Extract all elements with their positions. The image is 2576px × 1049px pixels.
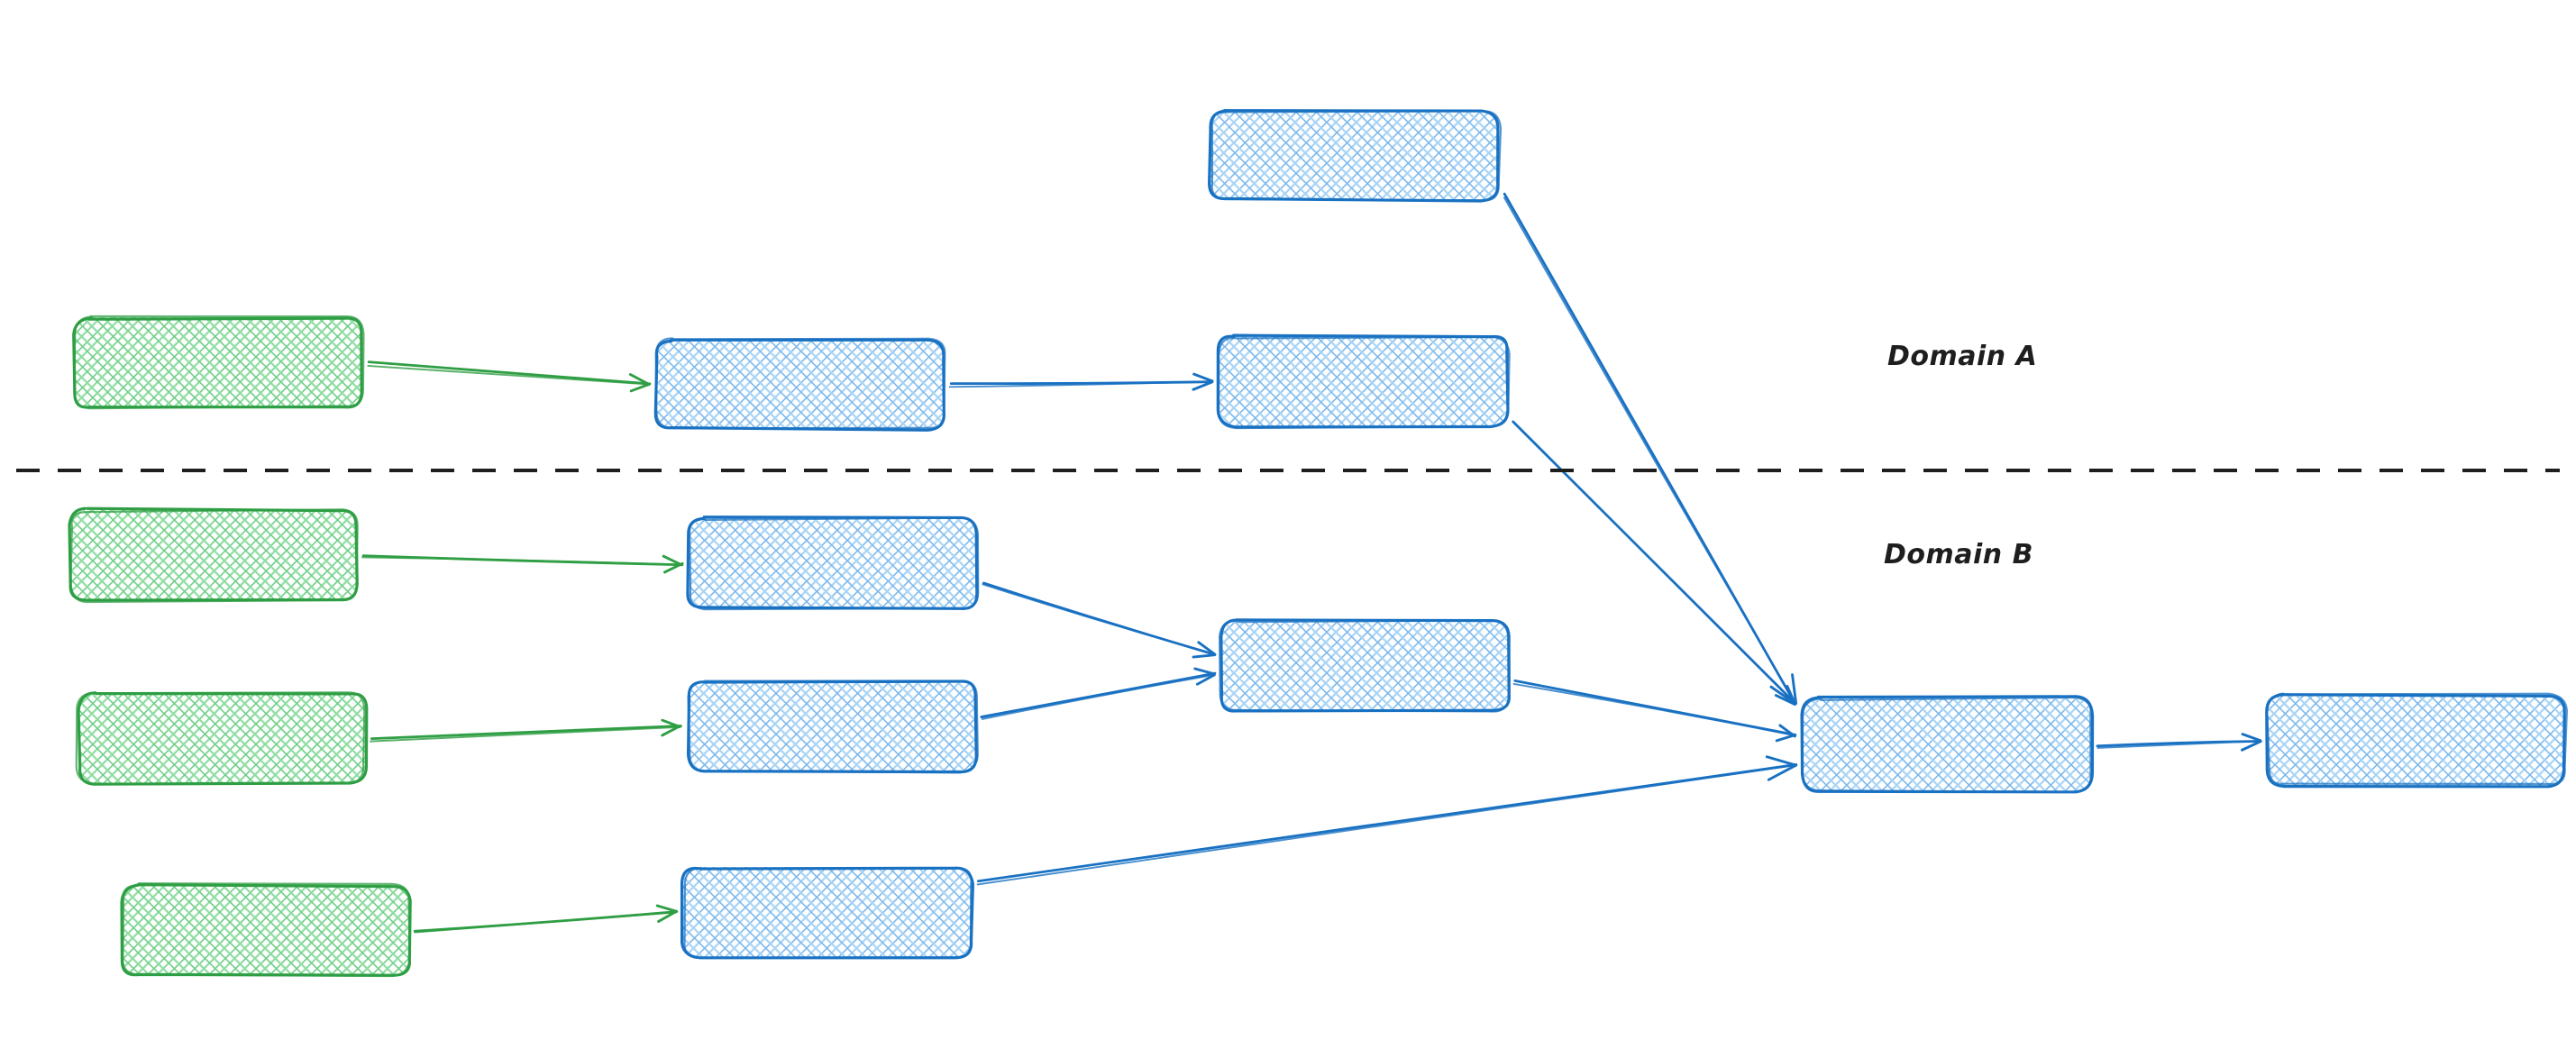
node-a-green-1[interactable]: [72, 315, 365, 410]
node-fill-cross: [1210, 112, 1499, 200]
node-fill-cross: [78, 694, 365, 784]
node-outline: [2266, 692, 2568, 786]
edge-a-blue-top-to-b-blue-hub: [1503, 192, 1798, 706]
node-b-blue-hub[interactable]: [1800, 695, 2095, 794]
arrow-head: [1192, 372, 1214, 383]
edge-a-blue-1-to-a-blue-2: [948, 372, 1214, 391]
node-outline: [1218, 619, 1510, 713]
arrow-head: [661, 718, 681, 728]
edge-b-blue-2-to-b-blue-mid: [980, 667, 1217, 720]
edge-line: [367, 360, 652, 386]
edge-line: [370, 725, 682, 741]
node-a-blue-1[interactable]: [653, 337, 946, 432]
node-outline: [122, 882, 411, 978]
node-outline: [73, 315, 365, 410]
node-a-blue-top[interactable]: [1208, 109, 1503, 203]
node-b-green-2[interactable]: [75, 691, 369, 786]
node-outline: [654, 337, 946, 430]
node-fill-cross: [123, 885, 409, 975]
node-b-blue-2[interactable]: [686, 680, 979, 774]
domain-b-label: Domain B: [1884, 539, 2033, 570]
arrow-head: [1195, 673, 1216, 686]
node-b-blue-out[interactable]: [2265, 692, 2568, 789]
node-b-blue-3[interactable]: [680, 866, 974, 960]
edge-line: [981, 673, 1215, 720]
nodes-layer: [68, 109, 2568, 978]
edges-layer: [361, 192, 2262, 934]
node-outline: [683, 866, 973, 960]
arrow-head: [662, 554, 683, 567]
arrow-head: [1765, 755, 1798, 767]
arrow-head: [663, 561, 684, 574]
arrow-head: [1192, 380, 1214, 391]
edge-line: [414, 911, 678, 934]
edge-b-green-1-to-b-blue-1: [361, 554, 684, 574]
edge-line: [980, 671, 1217, 718]
edge-line: [977, 763, 1798, 883]
node-fill-cross: [74, 317, 362, 407]
node-fill-cross: [1221, 622, 1510, 712]
edge-line: [2096, 740, 2261, 749]
arrow-head: [628, 373, 651, 386]
node-fill-cross: [2268, 696, 2565, 786]
arrow-head: [1774, 694, 1796, 707]
edge-b-green-3-to-b-blue-3: [413, 904, 679, 934]
arrow-head: [655, 904, 679, 913]
node-outline: [1210, 109, 1503, 202]
node-fill-cross: [656, 340, 945, 428]
node-fill-cross: [690, 519, 978, 609]
node-fill-cross: [1803, 698, 2091, 791]
arrow-head: [1778, 724, 1796, 738]
arrow-head: [1193, 667, 1215, 676]
edge-b-green-2-to-b-blue-2: [370, 718, 682, 743]
node-outline: [1801, 696, 2092, 793]
arrow-head: [1192, 653, 1217, 659]
arrow-head: [1791, 673, 1798, 705]
arrow-head: [1775, 734, 1797, 743]
edge-line: [948, 380, 1213, 388]
edge-b-blue-1-to-b-blue-mid: [982, 581, 1217, 659]
edge-b-blue-3-to-b-blue-hub: [976, 755, 1798, 886]
node-b-blue-1[interactable]: [686, 515, 980, 611]
edge-line: [1512, 683, 1797, 737]
node-outline: [687, 680, 979, 774]
node-b-green-1[interactable]: [68, 506, 359, 604]
edge-b-blue-hub-to-b-blue-out: [2096, 733, 2262, 752]
node-fill-cross: [683, 867, 972, 957]
node-b-blue-mid[interactable]: [1218, 618, 1511, 713]
edge-line: [1503, 196, 1797, 705]
edge-line: [367, 365, 650, 386]
arrow-head: [1197, 641, 1217, 656]
node-outline: [688, 516, 980, 611]
edge-a-green-1-to-a-blue-1: [367, 360, 652, 393]
arrow-head: [1786, 684, 1796, 705]
arrow-head: [1767, 763, 1798, 781]
edge-b-blue-mid-to-b-blue-hub: [1512, 679, 1797, 743]
domain-a-label: Domain A: [1887, 341, 2038, 372]
node-outline: [75, 691, 366, 785]
node-b-green-3[interactable]: [120, 882, 412, 978]
edge-line: [1512, 422, 1797, 706]
node-fill-cross: [1219, 336, 1508, 426]
arrow-head: [2241, 733, 2262, 743]
arrow-head: [629, 383, 650, 393]
edge-line: [976, 764, 1796, 886]
arrow-head: [657, 909, 678, 923]
node-outline: [69, 508, 359, 604]
edge-line: [361, 556, 683, 566]
edge-line: [982, 583, 1216, 655]
node-a-blue-2[interactable]: [1216, 333, 1511, 430]
arrow-head: [2241, 740, 2262, 752]
node-fill-cross: [688, 681, 976, 771]
node-outline: [1218, 335, 1511, 430]
node-fill-cross: [70, 510, 357, 600]
arrow-head: [661, 725, 681, 737]
edge-line: [370, 725, 681, 743]
edge-a-blue-2-to-b-blue-hub: [1512, 420, 1797, 707]
